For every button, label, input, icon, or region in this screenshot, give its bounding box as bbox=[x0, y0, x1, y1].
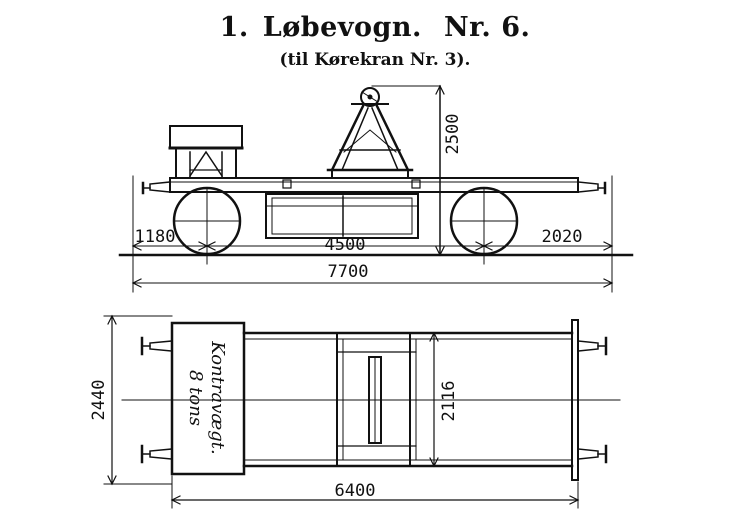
counterweight-box-plan bbox=[170, 321, 246, 476]
dim-wheelbase-label: 4500 bbox=[325, 235, 366, 255]
dim-right-overhang-label: 2020 bbox=[542, 227, 583, 247]
overall-width-dimension-line bbox=[103, 314, 173, 486]
counterweight-weight-label: 8 tons bbox=[185, 370, 206, 426]
side-view: 2500 1180 4500 2020 7700 bbox=[118, 84, 634, 293]
plan-view: 8 tons Kontravægt. bbox=[89, 314, 621, 509]
wheelbase-dimension-line bbox=[131, 241, 614, 265]
plan-length-dimension-line bbox=[170, 475, 580, 509]
drawing-subtitle: (til Kørekran Nr. 3). bbox=[279, 50, 471, 70]
dim-plan-length-label: 6400 bbox=[335, 481, 376, 501]
dim-total-length-label: 7700 bbox=[328, 262, 369, 282]
inner-width-dimension-line bbox=[429, 331, 439, 468]
counterweight-text-label: Kontravægt. bbox=[207, 340, 228, 455]
total-length-dimension-line bbox=[131, 278, 614, 288]
right-wheel-side bbox=[449, 186, 519, 256]
a-frame-side bbox=[326, 87, 414, 179]
dim-overall-width-label: 2440 bbox=[89, 380, 109, 421]
buffers-plan bbox=[140, 336, 608, 464]
left-wheel-side bbox=[172, 186, 242, 256]
title-number: 1. bbox=[219, 12, 249, 43]
height-dimension-2500 bbox=[371, 84, 445, 257]
dim-height-label: 2500 bbox=[443, 114, 463, 155]
title-nr: Nr. 6. bbox=[443, 12, 531, 43]
drawing-title: 1. Løbevogn. Nr. 6. bbox=[0, 12, 750, 43]
title-name: Løbevogn. bbox=[262, 12, 422, 43]
underframe-side bbox=[265, 193, 419, 239]
main-frame-side bbox=[141, 177, 607, 195]
dim-inner-width-label: 2116 bbox=[439, 381, 459, 422]
dim-left-overhang-label: 1180 bbox=[135, 227, 176, 247]
counterweight-box-side bbox=[168, 125, 244, 179]
frame-plan bbox=[242, 319, 579, 481]
